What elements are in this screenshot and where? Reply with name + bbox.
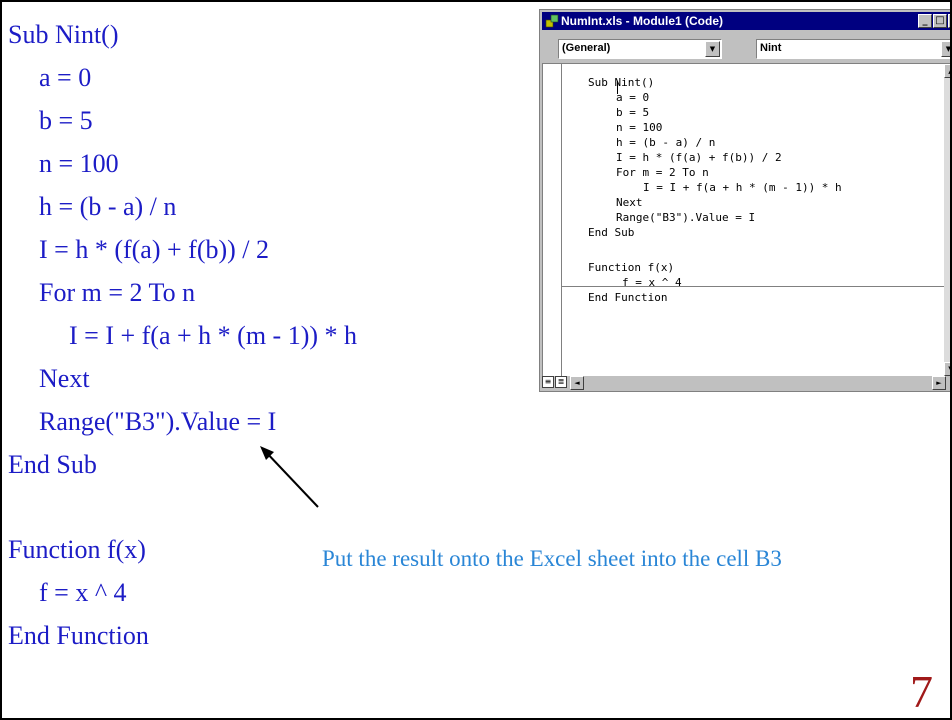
chevron-down-icon[interactable]: ▼ <box>705 41 720 57</box>
code-pane[interactable]: Sub Nint() a = 0 b = 5 n = 100 h = (b - … <box>542 63 950 377</box>
close-icon[interactable]: × <box>948 14 950 28</box>
minimize-icon[interactable]: _ <box>918 14 932 28</box>
maximize-icon[interactable]: □ <box>933 14 947 28</box>
annotation-text: Put the result onto the Excel sheet into… <box>322 546 782 571</box>
editor-line: b = 5 <box>616 106 650 119</box>
editor-line: n = 100 <box>616 121 663 134</box>
window-titlebar[interactable]: NumInt.xls - Module1 (Code) _ □ × <box>542 12 950 30</box>
code-line-a: a = 0 <box>39 63 92 92</box>
code-line-sub: Sub Nint() <box>8 20 119 49</box>
code-line-range: Range("B3").Value = I <box>39 407 277 436</box>
code-line-end-function: End Function <box>8 621 149 650</box>
editor-line: I = I + f(a + h * (m - 1)) * h <box>643 181 842 194</box>
margin-indicator-bar <box>543 64 562 376</box>
editor-line: Next <box>616 196 643 209</box>
code-line-b: b = 5 <box>39 106 93 135</box>
window-title: NumInt.xls - Module1 (Code) <box>561 14 723 28</box>
code-line-for: For m = 2 To n <box>39 278 196 307</box>
editor-line: Function f(x) <box>588 261 675 274</box>
scroll-down-icon[interactable]: ▼ <box>944 362 950 376</box>
editor-line: Range("B3").Value = I <box>616 211 756 224</box>
editor-line: a = 0 <box>616 91 650 104</box>
editor-line: For m = 2 To n <box>616 166 709 179</box>
editor-bottom-bar: ≡ ≣ ◄ ► <box>542 376 950 390</box>
code-line-n: n = 100 <box>39 149 119 178</box>
code-line-f: f = x ^ 4 <box>39 578 127 607</box>
procedure-view-icon[interactable]: ≡ <box>542 376 554 388</box>
procedure-combo[interactable]: Nint ▼ <box>756 39 950 59</box>
text-caret <box>617 81 618 94</box>
code-line-i-update: I = I + f(a + h * (m - 1)) * h <box>69 321 358 350</box>
scroll-right-icon[interactable]: ► <box>932 376 946 390</box>
code-line-next: Next <box>39 364 90 393</box>
code-line-i-init: I = h * (f(a) + f(b)) / 2 <box>39 235 270 264</box>
vba-editor-window: NumInt.xls - Module1 (Code) _ □ × (Gener… <box>539 9 950 392</box>
code-line-h: h = (b - a) / n <box>39 192 177 221</box>
procedure-combo-value: Nint <box>760 42 782 54</box>
procedure-separator <box>562 286 950 287</box>
code-line-end-sub: End Sub <box>8 450 97 479</box>
object-combo[interactable]: (General) ▼ <box>558 39 722 59</box>
scroll-left-icon[interactable]: ◄ <box>570 376 584 390</box>
chevron-down-icon[interactable]: ▼ <box>941 41 950 57</box>
scroll-up-icon[interactable]: ▲ <box>944 64 950 78</box>
object-combo-value: (General) <box>562 42 611 54</box>
code-line-function: Function f(x) <box>8 535 146 564</box>
slide-number: 7 <box>910 666 933 717</box>
editor-line: h = (b - a) / n <box>616 136 716 149</box>
editor-line: End Sub <box>588 226 635 239</box>
vertical-scrollbar[interactable]: ▲ ▼ <box>944 64 950 376</box>
vba-app-icon <box>545 14 559 28</box>
editor-line: f = x ^ 4 <box>622 276 682 289</box>
editor-line: I = h * (f(a) + f(b)) / 2 <box>616 151 782 164</box>
editor-line: Sub Nint() <box>588 76 655 89</box>
editor-line: End Function <box>588 291 668 304</box>
full-module-view-icon[interactable]: ≣ <box>555 376 567 388</box>
